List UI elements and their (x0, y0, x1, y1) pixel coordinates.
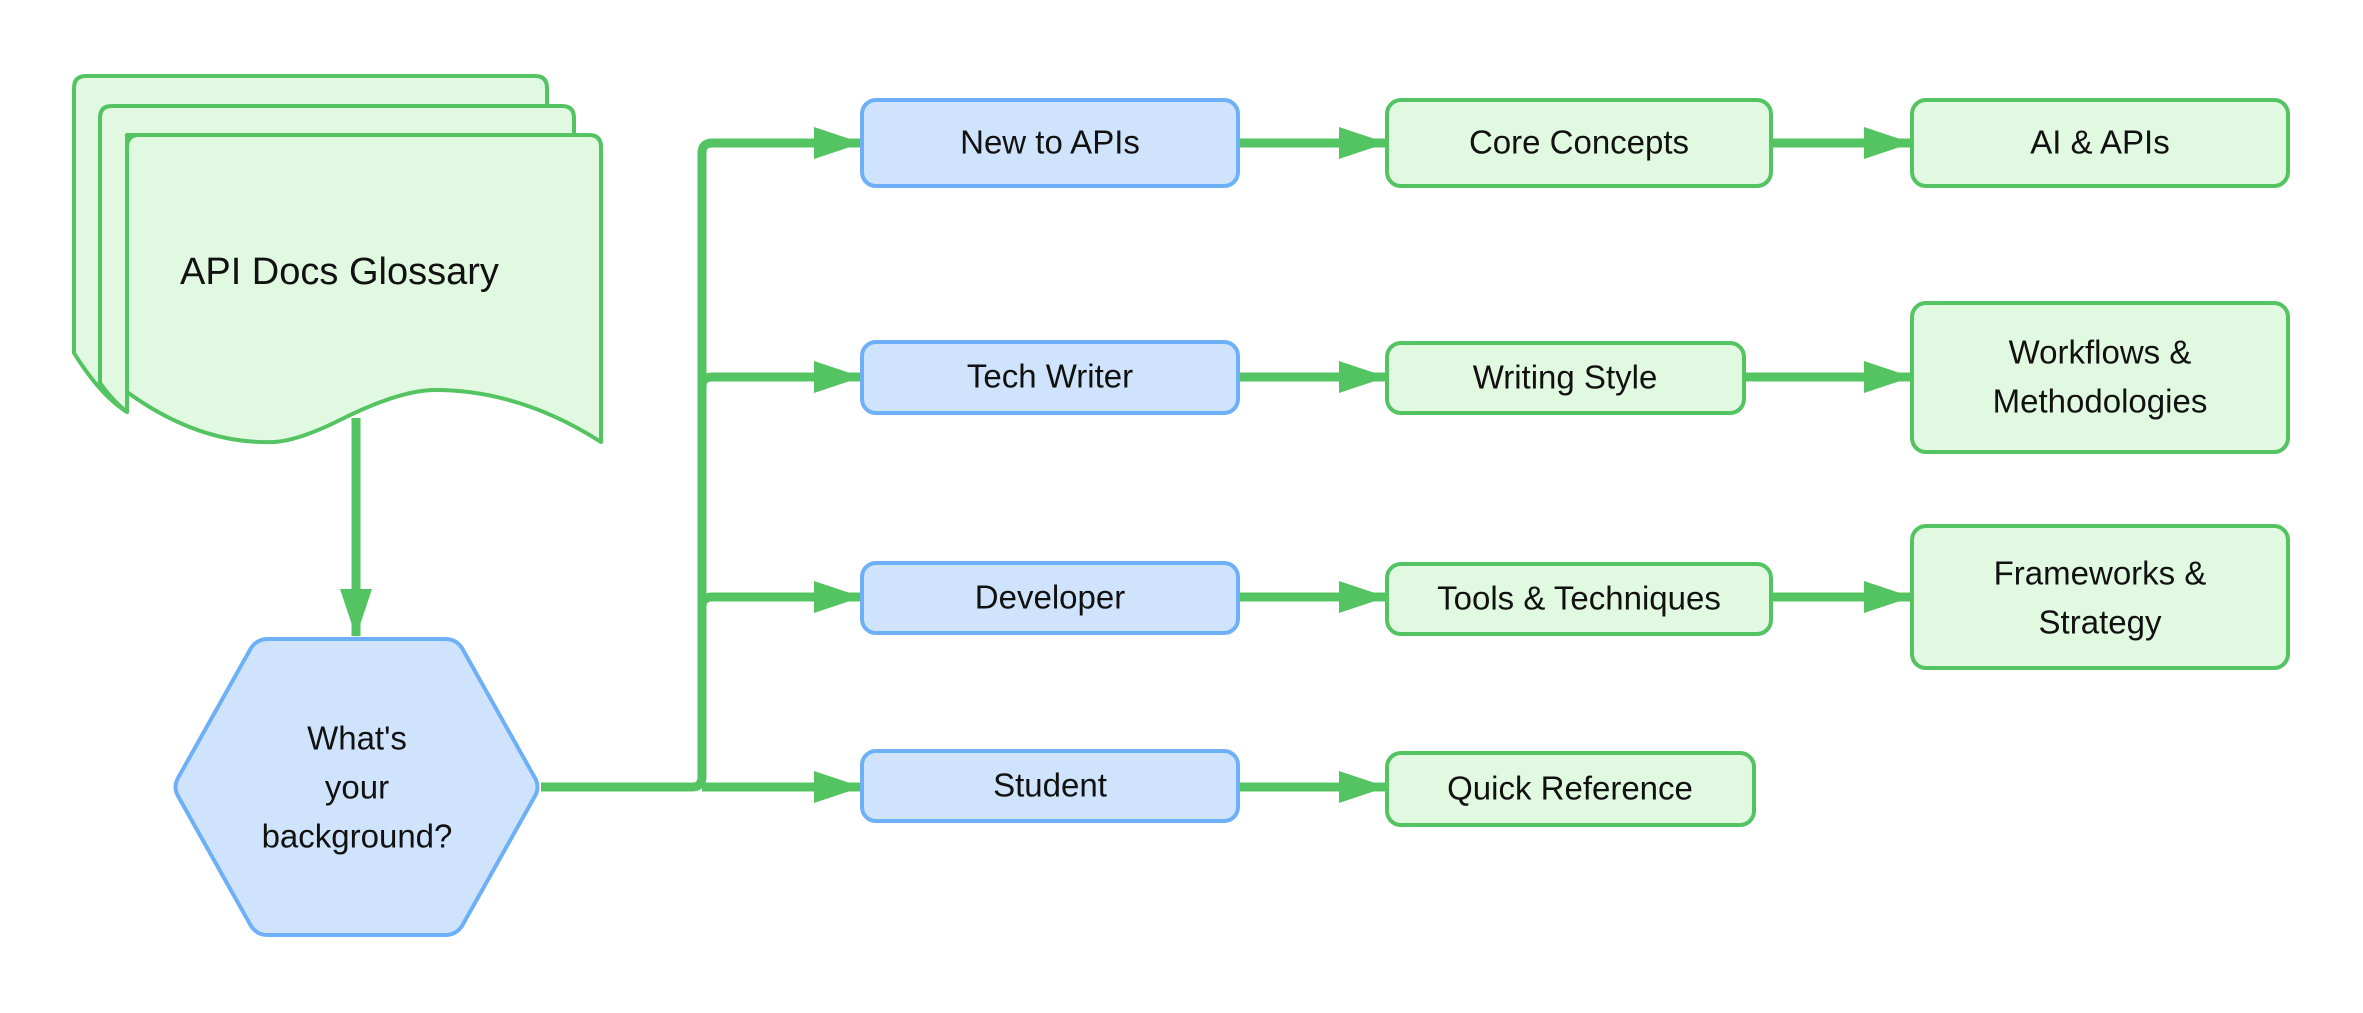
decision-label-line-2: your (325, 769, 389, 806)
node-label-line-1: Frameworks & (1994, 555, 2207, 592)
decision-node-background[interactable]: What's your background? (173, 637, 540, 937)
audience-node-new-to-apis[interactable]: New to APIs (860, 98, 1240, 188)
edge-decision-bus (541, 138, 713, 792)
document-page-middle (98, 104, 576, 414)
decision-label-line-1: What's (307, 720, 407, 757)
start-node-label: API Docs Glossary (180, 251, 499, 293)
step-node-tools-techniques[interactable]: Tools & Techniques (1385, 562, 1773, 636)
node-box (860, 749, 1240, 823)
step-node-quick-reference[interactable]: Quick Reference (1385, 751, 1756, 827)
step-node-ai-apis[interactable]: AI & APIs (1910, 98, 2290, 188)
node-box (1385, 562, 1773, 636)
node-box (1910, 98, 2290, 188)
node-box (860, 561, 1240, 635)
audience-node-developer[interactable]: Developer (860, 561, 1240, 635)
step-node-workflows-methodologies[interactable]: Workflows & Methodologies (1910, 301, 2290, 454)
node-box (860, 98, 1240, 188)
node-label: Student (993, 767, 1107, 804)
node-label: Core Concepts (1469, 124, 1689, 161)
start-node-glossary[interactable]: API Docs Glossary (72, 74, 603, 445)
node-label-line-2: Strategy (2039, 604, 2162, 641)
node-box (1910, 301, 2290, 454)
node-label-line-1: Workflows & (2009, 334, 2192, 371)
audience-node-tech-writer[interactable]: Tech Writer (860, 340, 1240, 415)
node-label: Tech Writer (967, 358, 1133, 395)
step-node-core-concepts[interactable]: Core Concepts (1385, 98, 1773, 188)
connectors (340, 127, 1912, 803)
edge-to-developer (697, 581, 862, 613)
audience-node-student[interactable]: Student (860, 749, 1240, 823)
node-label: Tools & Techniques (1437, 580, 1721, 617)
document-page-front (125, 133, 603, 445)
node-box (1910, 524, 2290, 670)
node-box (1385, 98, 1773, 188)
node-box (860, 340, 1240, 415)
step-node-frameworks-strategy[interactable]: Frameworks & Strategy (1910, 524, 2290, 670)
node-label: Developer (975, 579, 1125, 616)
node-box (1385, 341, 1746, 415)
decision-label-line-3: background? (262, 818, 453, 855)
node-label: AI & APIs (2030, 124, 2169, 161)
node-label-line-2: Methodologies (1993, 383, 2208, 420)
step-node-writing-style[interactable]: Writing Style (1385, 341, 1746, 415)
node-label: Quick Reference (1447, 770, 1693, 807)
edge-to-tech-writer (697, 361, 862, 393)
node-label: New to APIs (960, 124, 1140, 161)
node-box (1385, 751, 1756, 827)
hexagon-shape (173, 637, 540, 937)
node-label: Writing Style (1473, 359, 1658, 396)
